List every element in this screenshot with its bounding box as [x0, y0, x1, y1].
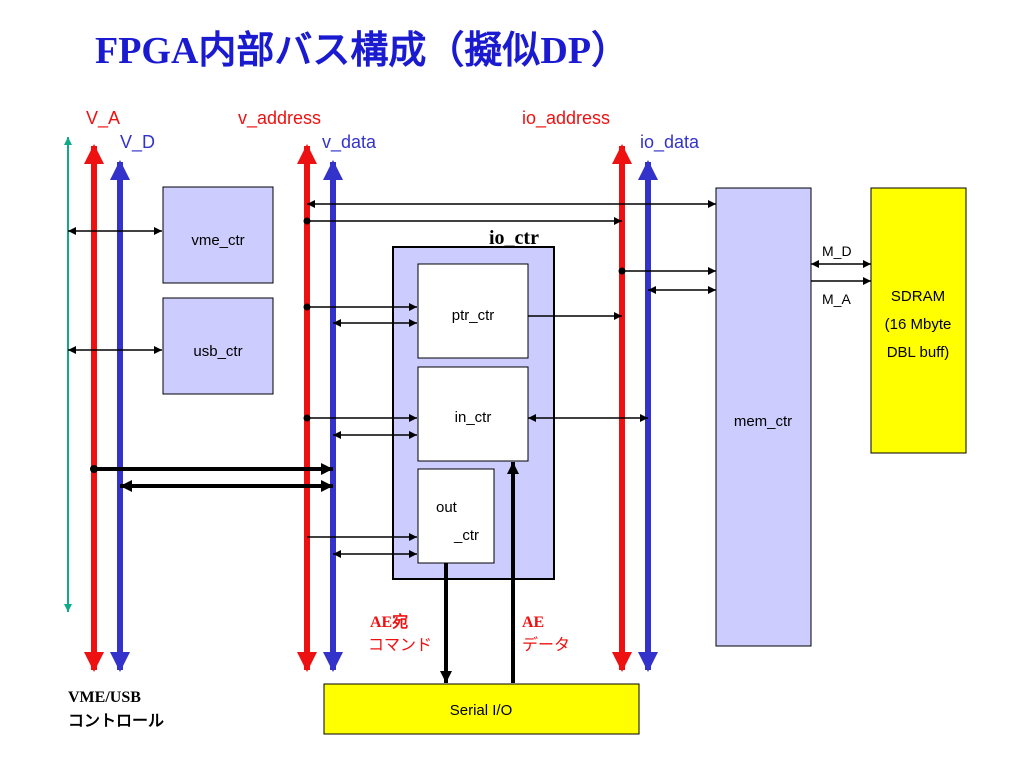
signal-label-ae-data-1: AE — [522, 614, 544, 631]
vme-ctr-block — [162, 186, 274, 284]
sdram-label-line2: (16 Mbyte — [885, 316, 952, 333]
out-ctr-block — [417, 468, 495, 564]
bus-label-v-address: v_address — [238, 108, 321, 129]
serial-io-label: Serial I/O — [450, 702, 513, 719]
signal-label-ae-addr-1: AE宛 — [370, 612, 408, 631]
bus-label-v-d: V_D — [120, 132, 155, 153]
mem-ctr-block — [715, 187, 812, 647]
ptr-ctr-block — [417, 263, 529, 359]
mem-ctr-label: mem_ctr — [734, 413, 792, 430]
usb-ctr-block — [162, 297, 274, 395]
bus-label-io-data: io_data — [640, 132, 700, 153]
sdram-label-line1: SDRAM — [891, 288, 945, 305]
usb-ctr-label: usb_ctr — [193, 343, 242, 360]
footer-line1: VME/USB — [68, 689, 141, 706]
bus-label-v-a: V_A — [86, 108, 120, 129]
out-ctr-label-line1: out — [436, 499, 458, 516]
serial-io-block — [323, 683, 640, 735]
sdram-label-line3: DBL buff) — [887, 344, 950, 361]
in-ctr-block — [417, 366, 529, 462]
signal-label-ma: M_A — [822, 291, 851, 307]
sdram-block — [870, 187, 967, 454]
signal-label-ae-data-2: データ — [522, 635, 570, 654]
bus-label-v-data: v_data — [322, 132, 377, 153]
vme-ctr-label: vme_ctr — [191, 232, 244, 249]
in-ctr-label: in_ctr — [455, 409, 492, 426]
ptr-ctr-label: ptr_ctr — [452, 307, 495, 324]
io-ctr-label: io_ctr — [489, 227, 539, 249]
bus-label-io-address: io_address — [522, 108, 610, 129]
footer-line2: コントロール — [68, 713, 164, 730]
page-title: FPGA内部バス構成（擬似DP） — [95, 30, 629, 72]
signal-label-ae-addr-2: コマンド — [368, 637, 432, 654]
signal-label-md: M_D — [822, 243, 852, 259]
out-ctr-label-line2: _ctr — [453, 527, 479, 544]
